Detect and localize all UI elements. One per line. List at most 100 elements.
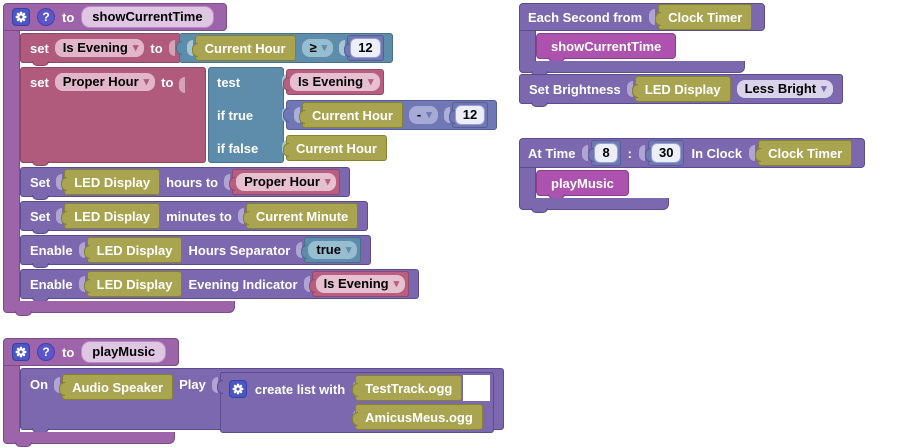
operator-dropdown[interactable]: ≥ bbox=[301, 39, 334, 57]
led-display-block[interactable]: LED Display bbox=[83, 237, 183, 263]
set-variable-block-is-evening[interactable]: set Is Evening to bbox=[20, 33, 181, 66]
procedure-left-arm bbox=[3, 366, 20, 432]
create-list-label: create list with bbox=[254, 381, 346, 397]
event-header[interactable]: At Time 8 : 30 In Clock Clock Timer bbox=[519, 138, 866, 168]
hour-field[interactable]: 8 bbox=[594, 142, 618, 164]
value-socket bbox=[211, 377, 218, 393]
audio-speaker-block[interactable]: Audio Speaker bbox=[59, 374, 174, 400]
current-minute-label: Current Minute bbox=[255, 208, 349, 224]
led-display-label: LED Display bbox=[96, 242, 173, 258]
enable-evening-indicator-block[interactable]: Enable LED Display Evening Indicator Is … bbox=[20, 269, 420, 302]
set-keyword: set bbox=[30, 40, 49, 56]
empty-socket-area bbox=[463, 375, 491, 401]
current-hour-block[interactable]: Current Hour bbox=[191, 35, 296, 61]
current-minute-block[interactable]: Current Minute bbox=[242, 203, 359, 229]
procedure-header[interactable]: ? to playMusic bbox=[3, 338, 180, 366]
procedure-block-show-current-time[interactable]: ? to showCurrentTime set Is Evening to C… bbox=[3, 3, 498, 316]
property-label: hours to bbox=[166, 174, 219, 190]
variable-dropdown[interactable]: Proper Hour bbox=[54, 73, 156, 91]
if-false-label-cell: if false bbox=[208, 133, 288, 163]
property-label: minutes to bbox=[166, 208, 232, 224]
value-socket bbox=[582, 145, 589, 161]
clock-timer-block[interactable]: Clock Timer bbox=[655, 4, 753, 30]
procedure-block-play-music[interactable]: ? to playMusic On Audio Speaker Play bbox=[3, 338, 505, 447]
if-then-else-block[interactable]: test Is Evening if true bbox=[208, 67, 498, 163]
mutator-gear-icon[interactable] bbox=[228, 380, 247, 398]
call-play-music-block[interactable]: playMusic bbox=[536, 170, 629, 199]
call-show-current-time-block[interactable]: showCurrentTime bbox=[536, 33, 677, 62]
procedure-name-field[interactable]: showCurrentTime bbox=[81, 5, 214, 29]
minute-number-block[interactable]: 30 bbox=[644, 140, 685, 166]
value-socket bbox=[296, 242, 303, 258]
current-hour-block[interactable]: Current Hour bbox=[283, 135, 387, 161]
set-minutes-block[interactable]: Set LED Display minutes to Current Minut… bbox=[20, 201, 369, 234]
value-socket bbox=[179, 77, 186, 93]
variable-dropdown[interactable]: Is Evening bbox=[315, 275, 406, 293]
component-socket bbox=[78, 242, 85, 258]
if-true-label: if true bbox=[217, 107, 254, 123]
mutator-gear-icon[interactable] bbox=[12, 8, 30, 26]
at-time-event-block[interactable]: At Time 8 : 30 In Clock Clock Timer play… bbox=[519, 138, 866, 213]
minute-field[interactable]: 30 bbox=[651, 142, 682, 164]
to-keyword: to bbox=[150, 40, 163, 56]
event-header[interactable]: Each Second from Clock Timer bbox=[519, 3, 766, 31]
variable-getter-is-evening[interactable]: Is Evening bbox=[283, 69, 384, 95]
comparison-block[interactable]: Current Hour ≥ 12 bbox=[175, 33, 393, 63]
procedure-header[interactable]: ? to showCurrentTime bbox=[3, 3, 227, 31]
led-display-block[interactable]: LED Display bbox=[631, 76, 731, 102]
set-hours-block[interactable]: Set LED Display hours to Proper Hour bbox=[20, 167, 351, 200]
gear-icon bbox=[232, 383, 244, 395]
help-icon[interactable]: ? bbox=[37, 8, 55, 26]
procedure-name-field[interactable]: playMusic bbox=[81, 340, 167, 364]
help-icon[interactable]: ? bbox=[37, 343, 55, 361]
track-filename: TestTrack.ogg bbox=[365, 380, 453, 396]
test-track-block[interactable]: TestTrack.ogg bbox=[352, 375, 463, 401]
led-display-label: LED Display bbox=[74, 174, 151, 190]
procedure-bottom-arm bbox=[3, 432, 175, 447]
variable-getter-proper-hour[interactable]: Proper Hour bbox=[229, 169, 341, 195]
each-second-event-block[interactable]: Each Second from Clock Timer showCurrent… bbox=[519, 3, 766, 76]
set-brightness-stack[interactable]: Set Brightness LED Display Less Bright bbox=[519, 74, 843, 107]
led-display-label: LED Display bbox=[96, 276, 173, 292]
clock-timer-block[interactable]: Clock Timer bbox=[755, 140, 853, 166]
brightness-dropdown[interactable]: Less Bright bbox=[736, 80, 833, 98]
boolean-true-block[interactable]: true bbox=[301, 237, 362, 263]
number-field[interactable]: 12 bbox=[350, 37, 381, 59]
led-display-block[interactable]: LED Display bbox=[61, 169, 161, 195]
hour-number-block[interactable]: 8 bbox=[588, 140, 621, 166]
operator-dropdown[interactable]: - bbox=[408, 106, 438, 124]
event-left-arm bbox=[519, 31, 536, 61]
variable-dropdown[interactable]: Proper Hour bbox=[236, 173, 337, 191]
number-block[interactable]: 12 bbox=[344, 35, 384, 61]
enable-hours-separator-block[interactable]: Enable LED Display Hours Separator true bbox=[20, 235, 372, 268]
set-brightness-block[interactable]: Set Brightness LED Display Less Bright bbox=[519, 74, 843, 107]
on-play-block[interactable]: On Audio Speaker Play bbox=[20, 368, 505, 433]
led-display-block[interactable]: LED Display bbox=[61, 203, 161, 229]
variable-dropdown[interactable]: Is Evening bbox=[54, 39, 145, 57]
number-field[interactable]: 12 bbox=[454, 104, 486, 126]
subtraction-block[interactable]: Current Hour - 12 bbox=[282, 100, 498, 130]
led-display-label: LED Display bbox=[644, 81, 721, 97]
amicus-meus-block[interactable]: AmicusMeus.ogg bbox=[352, 404, 483, 430]
at-time-label: At Time bbox=[528, 145, 576, 161]
value-socket bbox=[443, 107, 450, 123]
component-socket bbox=[749, 145, 756, 161]
component-socket bbox=[78, 276, 85, 292]
procedure-left-arm bbox=[3, 31, 20, 301]
in-clock-label: In Clock bbox=[691, 145, 743, 161]
mutator-gear-icon[interactable] bbox=[12, 343, 30, 361]
boolean-dropdown[interactable]: true bbox=[308, 241, 358, 259]
current-hour-block[interactable]: Current Hour bbox=[299, 102, 403, 128]
value-socket bbox=[237, 208, 244, 224]
variable-dropdown[interactable]: Is Evening bbox=[290, 73, 380, 91]
led-display-label: LED Display bbox=[74, 208, 151, 224]
call-label: showCurrentTime bbox=[551, 38, 662, 54]
number-block[interactable]: 12 bbox=[448, 102, 489, 128]
play-keyword: Play bbox=[179, 377, 206, 392]
create-list-block[interactable]: create list with TestTrack.ogg bbox=[216, 372, 495, 433]
each-second-label: Each Second from bbox=[528, 9, 643, 25]
variable-getter-is-evening[interactable]: Is Evening bbox=[308, 271, 410, 297]
led-display-block[interactable]: LED Display bbox=[83, 271, 183, 297]
value-socket bbox=[339, 40, 346, 56]
set-variable-block-proper-hour[interactable]: set Proper Hour to bbox=[20, 67, 206, 166]
